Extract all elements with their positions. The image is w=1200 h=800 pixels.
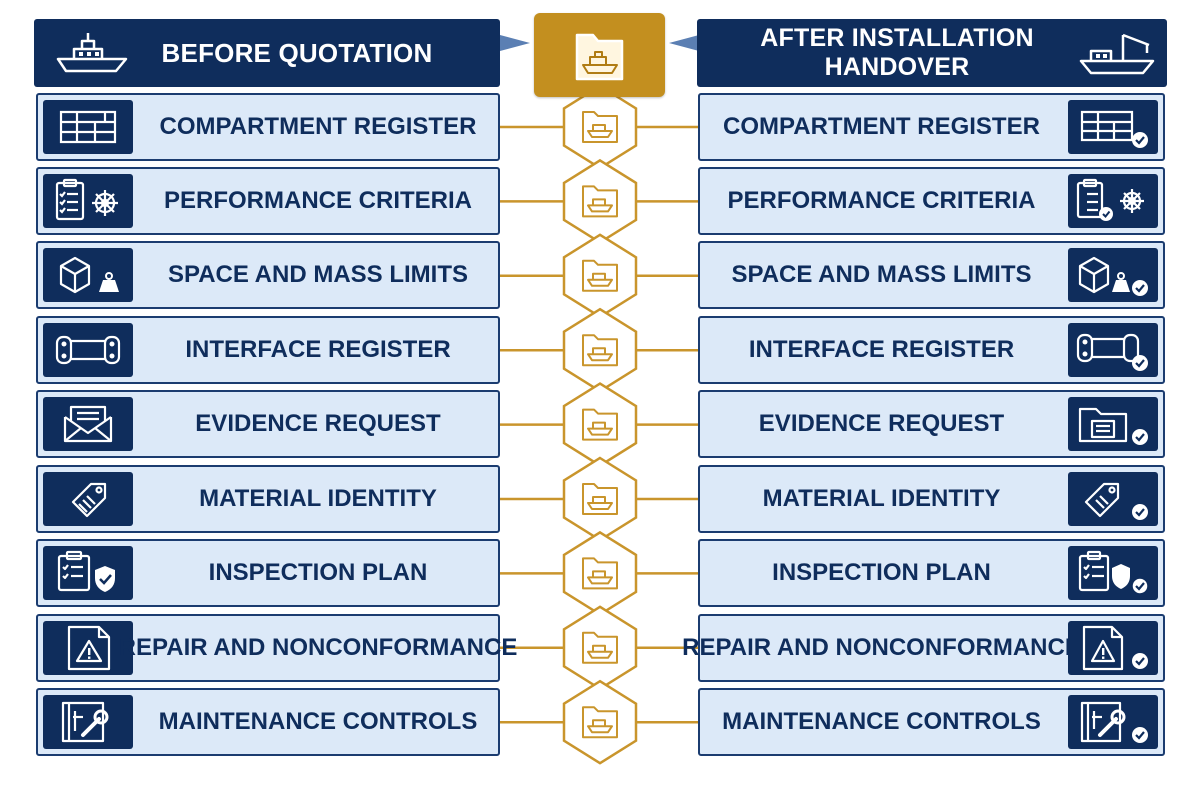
- ship-folder-icon: [582, 631, 618, 664]
- row-label: EVIDENCE REQUEST: [195, 410, 441, 437]
- center-folder-tab: [534, 13, 665, 97]
- chain-hexagon: [562, 456, 638, 542]
- manual-wrench-icon: [43, 695, 133, 749]
- chain-hexagon: [562, 679, 638, 765]
- right-row-compartment-register: COMPARTMENT REGISTER: [698, 93, 1165, 161]
- chain-hexagon: [562, 382, 638, 468]
- left-row-maintenance-controls: MAINTENANCE CONTROLS: [36, 688, 500, 756]
- tag-icon: [43, 472, 133, 526]
- ship-folder-icon: [575, 33, 624, 81]
- right-row-performance-criteria: PERFORMANCE CRITERIA: [698, 167, 1165, 235]
- manual-wrench-icon: [1068, 695, 1158, 749]
- row-label: EVIDENCE REQUEST: [758, 410, 1005, 437]
- ship-folder-icon: [582, 408, 618, 441]
- left-row-compartment-register: COMPARTMENT REGISTER: [36, 93, 500, 161]
- row-label: REPAIR AND NONCONFORMANCE: [682, 634, 1081, 661]
- left-row-inspection-plan: INSPECTION PLAN: [36, 539, 500, 607]
- row-label: COMPARTMENT REGISTER: [159, 113, 477, 140]
- right-row-maintenance-controls: MAINTENANCE CONTROLS: [698, 688, 1165, 756]
- envelope-icon: [43, 397, 133, 451]
- after-installation-handover-header: AFTER INSTALLATION HANDOVER: [697, 19, 1167, 87]
- right-row-inspection-plan: INSPECTION PLAN: [698, 539, 1165, 607]
- chain-hexagon: [562, 605, 638, 691]
- chain-hexagon: [562, 158, 638, 244]
- checklist-helm-icon: [1068, 174, 1158, 228]
- left-row-interface-register: INTERFACE REGISTER: [36, 316, 500, 384]
- left-row-repair-and-nonconformance: REPAIR AND NONCONFORMANCE: [36, 614, 518, 682]
- left-row-material-identity: MATERIAL IDENTITY: [36, 465, 500, 533]
- tag-icon: [1068, 472, 1158, 526]
- left-header-arrow: [500, 35, 530, 51]
- row-label: PERFORMANCE CRITERIA: [163, 187, 472, 214]
- compartment-grid-icon: [43, 100, 133, 154]
- before-quotation-header: BEFORE QUOTATION: [34, 19, 500, 87]
- right-row-material-identity: MATERIAL IDENTITY: [698, 465, 1165, 533]
- row-label: SPACE AND MASS LIMITS: [731, 261, 1032, 288]
- right-row-interface-register: INTERFACE REGISTER: [698, 316, 1165, 384]
- right-row-repair-and-nonconformance: REPAIR AND NONCONFORMANCE: [682, 614, 1165, 682]
- row-label: MAINTENANCE CONTROLS: [722, 708, 1041, 735]
- clipboard-shield-icon: [43, 546, 133, 600]
- right-header-arrow: [669, 35, 699, 51]
- ship-folder-icon: [582, 706, 618, 739]
- right-row-evidence-request: EVIDENCE REQUEST: [698, 390, 1165, 458]
- ship-folder-icon: [582, 111, 618, 143]
- left-row-performance-criteria: PERFORMANCE CRITERIA: [36, 167, 500, 235]
- row-label: PERFORMANCE CRITERIA: [727, 187, 1036, 214]
- box-weight-icon: [43, 248, 133, 302]
- right-row-space-and-mass-limits: SPACE AND MASS LIMITS: [698, 241, 1165, 309]
- row-label: MAINTENANCE CONTROLS: [158, 708, 478, 735]
- left-row-evidence-request: EVIDENCE REQUEST: [36, 390, 500, 458]
- row-label: MATERIAL IDENTITY: [762, 485, 1001, 512]
- ship-folder-icon: [582, 185, 618, 218]
- ship-folder-icon: [582, 557, 618, 590]
- warning-document-icon: [1068, 621, 1158, 675]
- row-label: INTERFACE REGISTER: [185, 336, 451, 363]
- chain-hexagon: [562, 233, 638, 319]
- chain-hexagon: [562, 530, 638, 616]
- connector-icon: [1068, 323, 1158, 377]
- row-label: SPACE AND MASS LIMITS: [167, 261, 468, 288]
- ship-folder-icon: [582, 483, 618, 515]
- warning-document-icon: [43, 621, 133, 675]
- folder-document-icon: [1068, 397, 1158, 451]
- left-row-space-and-mass-limits: SPACE AND MASS LIMITS: [36, 241, 500, 309]
- checklist-helm-icon: [43, 174, 133, 228]
- header-title: AFTER INSTALLATION HANDOVER: [760, 24, 1034, 81]
- row-label: MATERIAL IDENTITY: [199, 485, 437, 512]
- ship-icon: [56, 33, 128, 73]
- compartment-grid-icon: [1068, 100, 1158, 154]
- header-title: BEFORE QUOTATION: [161, 37, 433, 68]
- clipboard-shield-icon: [1068, 546, 1158, 600]
- row-label: REPAIR AND NONCONFORMANCE: [118, 634, 518, 661]
- ship-folder-icon: [582, 334, 618, 367]
- row-label: INSPECTION PLAN: [772, 559, 991, 586]
- chain-hexagon: [562, 84, 638, 170]
- row-label: INTERFACE REGISTER: [748, 336, 1015, 363]
- connector-icon: [43, 323, 133, 377]
- row-label: INSPECTION PLAN: [208, 559, 428, 586]
- chain-hexagon: [562, 307, 638, 393]
- box-weight-icon: [1068, 248, 1158, 302]
- ship-folder-icon: [582, 259, 618, 292]
- row-label: COMPARTMENT REGISTER: [723, 113, 1040, 140]
- crane-ship-icon: [1079, 33, 1155, 75]
